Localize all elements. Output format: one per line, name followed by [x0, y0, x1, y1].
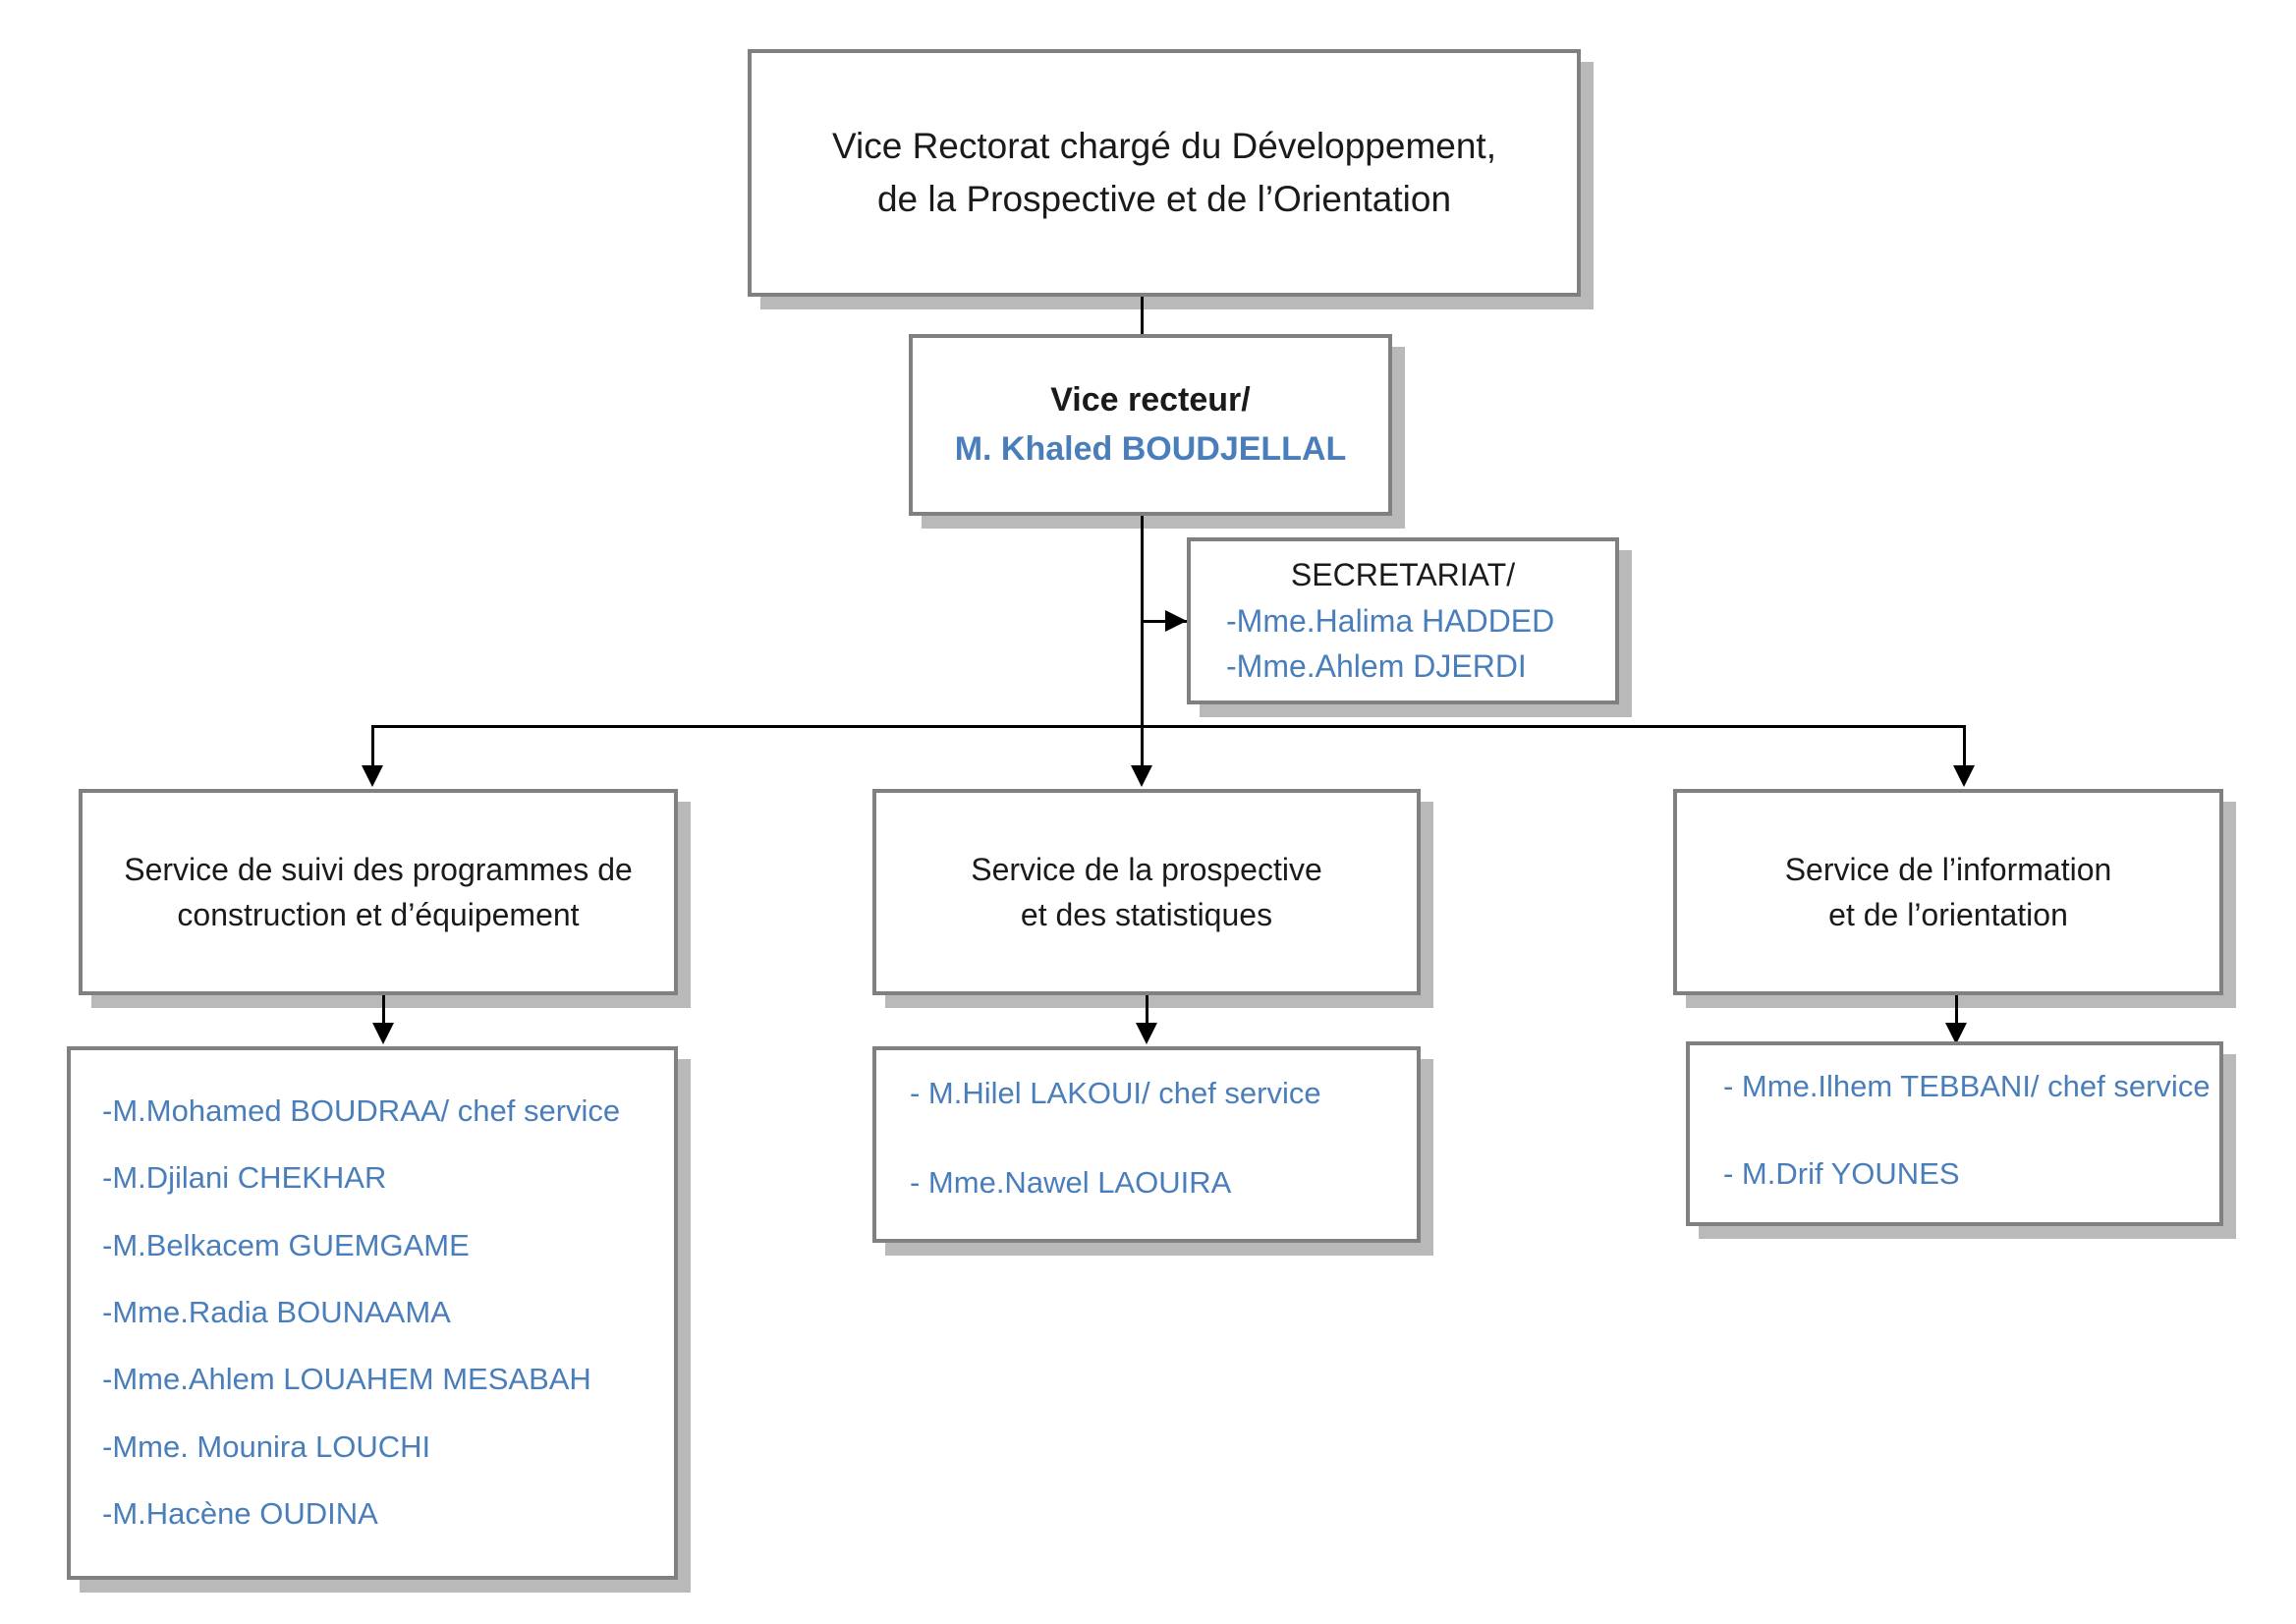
- node-secretariat-member-0: -Mme.Halima HADDED: [1226, 602, 1555, 639]
- connector-arrow-service-3: [1953, 765, 1975, 787]
- staff-item: - Mme.Nawel LAOUIRA: [910, 1164, 1232, 1200]
- node-service-2[interactable]: Service de la prospective et des statist…: [872, 789, 1421, 995]
- connector-service-1-to-staff: [382, 995, 385, 1027]
- connector-drop-service-1: [371, 725, 374, 769]
- staff-item: -Mme. Mounira LOUCHI: [102, 1428, 431, 1464]
- node-service-1-title-line1: Service de suivi des programmes de: [124, 851, 633, 887]
- node-vice-rectorat-line1: Vice Rectorat chargé du Développement,: [832, 126, 1496, 167]
- connector-drop-service-3: [1963, 725, 1966, 769]
- node-staff-list-1[interactable]: -M.Mohamed BOUDRAA/ chef service -M.Djil…: [67, 1046, 678, 1580]
- node-vice-rectorat-line2: de la Prospective et de l’Orientation: [876, 179, 1452, 219]
- node-service-3[interactable]: Service de l’information et de l’orienta…: [1673, 789, 2223, 995]
- connector-arrow-service-1: [362, 765, 383, 787]
- staff-item: -Mme.Ahlem LOUAHEM MESABAH: [102, 1362, 591, 1397]
- node-staff-list-3[interactable]: - Mme.Ilhem TEBBANI/ chef service - M.Dr…: [1686, 1041, 2223, 1226]
- staff-item: -M.Belkacem GUEMGAME: [102, 1227, 470, 1262]
- node-secretariat-title: SECRETARIAT/: [1290, 557, 1516, 593]
- node-vice-rectorat[interactable]: Vice Rectorat chargé du Développement, d…: [748, 49, 1581, 297]
- node-service-3-title-line1: Service de l’information: [1784, 851, 2112, 887]
- node-service-2-title-line2: et des statistiques: [1020, 897, 1273, 932]
- staff-item: - Mme.Ilhem TEBBANI/ chef service: [1723, 1069, 2211, 1103]
- node-service-1-title-line2: construction et d’équipement: [177, 897, 580, 932]
- connector-arrow-service-3-staff: [1945, 1023, 1967, 1044]
- connector-arrow-service-1-staff: [372, 1023, 394, 1044]
- staff-item: -M.Hacène OUDINA: [102, 1496, 378, 1532]
- node-vice-recteur[interactable]: Vice recteur/ M. Khaled BOUDJELLAL: [909, 334, 1392, 516]
- staff-item: - M.Drif YOUNES: [1723, 1155, 1960, 1191]
- node-secretariat-member-1: -Mme.Ahlem DJERDI: [1226, 648, 1527, 685]
- node-secretariat[interactable]: SECRETARIAT/ -Mme.Halima HADDED -Mme.Ahl…: [1187, 537, 1619, 704]
- connector-to-secretariat-line: [1141, 620, 1187, 623]
- connector-arrow-service-2: [1131, 765, 1152, 787]
- node-service-3-title-line2: et de l’orientation: [1828, 897, 2068, 932]
- connector-service-2-to-staff: [1146, 995, 1148, 1027]
- connector-arrow-service-2-staff: [1136, 1023, 1157, 1044]
- connector-drop-service-2: [1141, 725, 1144, 769]
- staff-item: -M.Djilani CHEKHAR: [102, 1160, 387, 1196]
- node-service-2-title-line1: Service de la prospective: [971, 851, 1322, 887]
- node-vice-recteur-role: Vice recteur/: [1050, 381, 1251, 420]
- staff-item: - M.Hilel LAKOUI/ chef service: [910, 1076, 1321, 1110]
- staff-item: -M.Mohamed BOUDRAA/ chef service: [102, 1092, 621, 1128]
- staff-item: -Mme.Radia BOUNAAMA: [102, 1295, 451, 1329]
- connector-distribution-bar: [371, 725, 1965, 728]
- node-staff-list-2[interactable]: - M.Hilel LAKOUI/ chef service - Mme.Naw…: [872, 1046, 1421, 1243]
- node-vice-recteur-name: M. Khaled BOUDJELLAL: [954, 429, 1347, 468]
- connector-service-3-to-staff: [1955, 995, 1958, 1027]
- connector-root-to-vicerecteur: [1141, 297, 1144, 334]
- connector-to-secretariat-arrowhead: [1165, 610, 1187, 632]
- node-service-1[interactable]: Service de suivi des programmes de const…: [79, 789, 678, 995]
